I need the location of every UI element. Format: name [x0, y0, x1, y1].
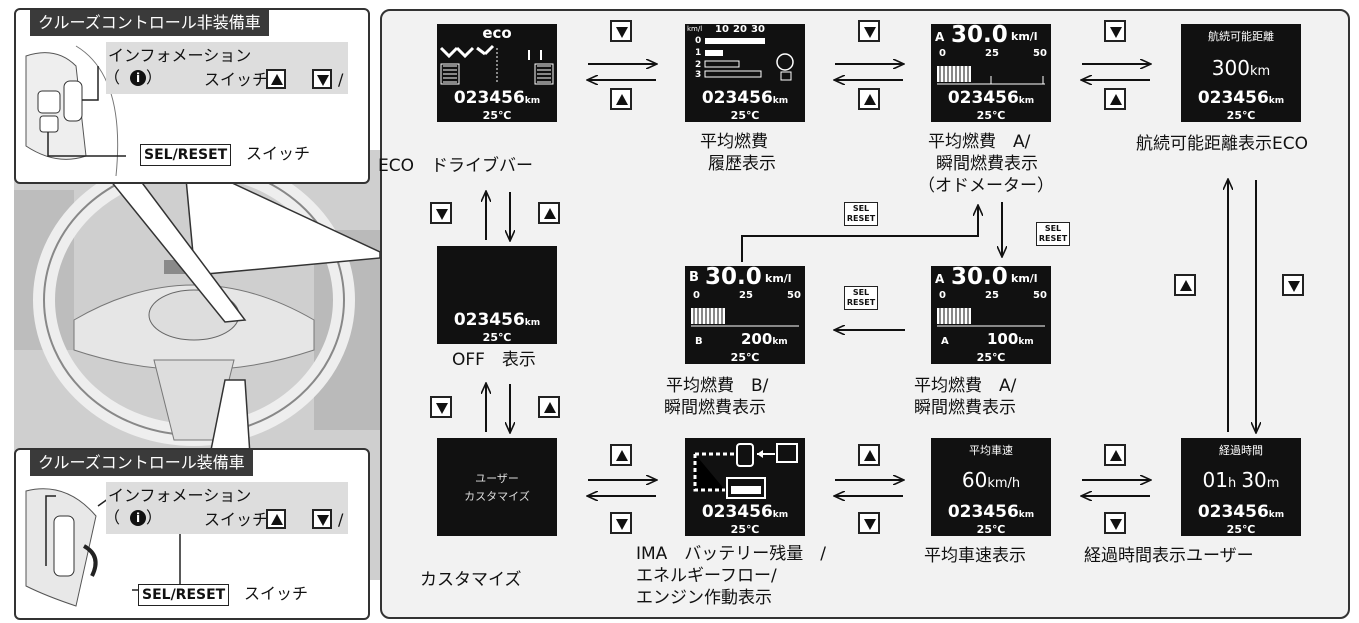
up-button-icon [610, 88, 632, 110]
down-button-icon [1104, 20, 1126, 42]
down-button-icon [1104, 512, 1126, 534]
up-button-icon [1104, 444, 1126, 466]
down-button-icon [610, 20, 632, 42]
up-button-icon [858, 444, 880, 466]
down-button-icon [430, 396, 452, 418]
up-button-icon [538, 396, 560, 418]
up-button-icon [538, 202, 560, 224]
up-button-icon [1104, 88, 1126, 110]
up-button-icon [1174, 274, 1196, 296]
up-button-icon [858, 88, 880, 110]
down-button-icon [430, 202, 452, 224]
down-button-icon [858, 512, 880, 534]
up-button-icon [610, 444, 632, 466]
down-button-icon [1282, 274, 1304, 296]
down-button-icon [858, 20, 880, 42]
down-button-icon [610, 512, 632, 534]
